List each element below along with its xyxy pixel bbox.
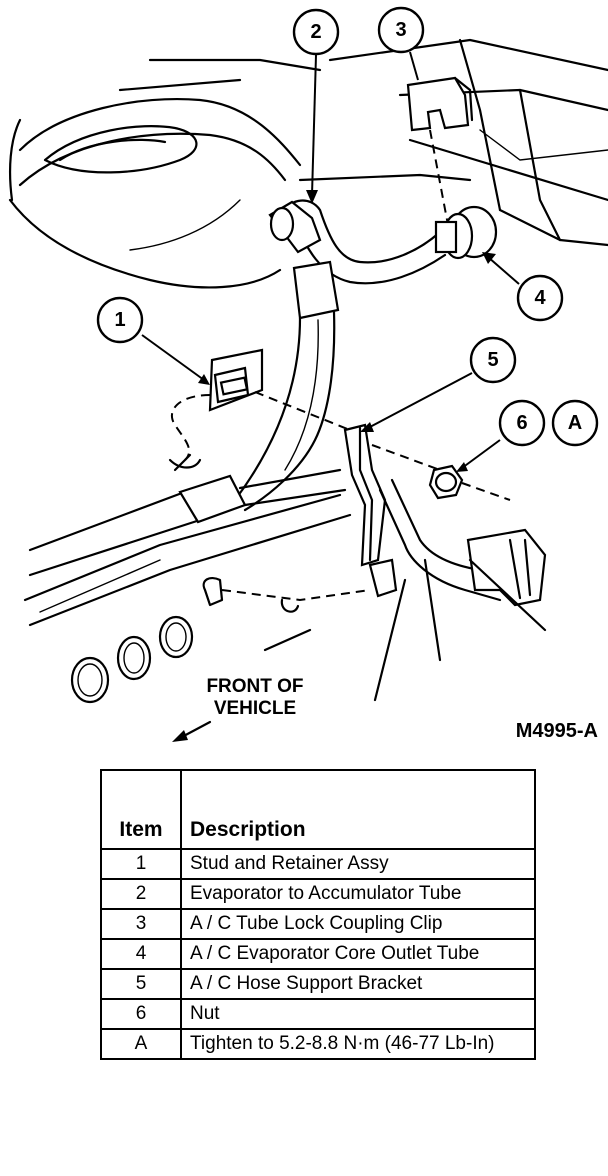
- liquid-lines: [23, 468, 547, 627]
- callout-6: 6: [498, 399, 546, 447]
- legend-row: 6 Nut: [100, 998, 536, 1030]
- evaporator-tube: [268, 199, 498, 285]
- legend-row: 5 A / C Hose Support Bracket: [100, 968, 536, 1000]
- figure-id: M4995-A: [515, 720, 598, 742]
- callout-3: 3: [377, 6, 425, 54]
- svg-text:4: 4: [534, 287, 546, 309]
- item-number: A: [100, 1028, 182, 1060]
- ac-hose: [233, 260, 340, 512]
- item-number: 6: [100, 998, 182, 1030]
- legend-header-row: Item Description: [100, 769, 536, 850]
- grommet-holes: [70, 615, 194, 704]
- item-description: Stud and Retainer Assy: [180, 848, 536, 880]
- item-description: A / C Tube Lock Coupling Clip: [180, 908, 536, 940]
- parts-legend-table: Item Description 1 Stud and Retainer Ass…: [100, 769, 536, 1060]
- legend-row: 2 Evaporator to Accumulator Tube: [100, 878, 536, 910]
- callout-1: 1: [96, 296, 144, 344]
- callout-4: 4: [516, 274, 564, 322]
- legend-row: A Tighten to 5.2-8.8 N·m (46-77 Lb-In): [100, 1028, 536, 1060]
- item-description: Tighten to 5.2-8.8 N·m (46-77 Lb-In): [180, 1028, 536, 1060]
- stud-retainer: [168, 348, 351, 472]
- item-number: 1: [100, 848, 182, 880]
- frame-lines: [263, 558, 547, 702]
- exploded-view-diagram: 2 3 4 1 5 6 A: [8, 6, 608, 742]
- leader-lines: [141, 51, 520, 472]
- legend-row: 1 Stud and Retainer Assy: [100, 848, 536, 880]
- svg-text:1: 1: [114, 309, 125, 331]
- item-description: A / C Hose Support Bracket: [180, 968, 536, 1000]
- item-number: 5: [100, 968, 182, 1000]
- item-number: 3: [100, 908, 182, 940]
- support-bracket: [343, 423, 511, 598]
- item-number: 4: [100, 938, 182, 970]
- item-description: Nut: [180, 998, 536, 1030]
- item-number: 2: [100, 878, 182, 910]
- front-of-vehicle-label: FRONT OF VEHICLE: [206, 676, 304, 719]
- callout-2: 2: [292, 8, 340, 56]
- item-description: Evaporator to Accumulator Tube: [180, 878, 536, 910]
- coupling-clip: [406, 76, 474, 226]
- front-arrow: [172, 720, 212, 742]
- item-description: A / C Evaporator Core Outlet Tube: [180, 938, 536, 970]
- callout-a: A: [551, 399, 599, 447]
- svg-text:3: 3: [395, 19, 406, 41]
- body-panel: [8, 58, 322, 289]
- svg-text:5: 5: [487, 349, 498, 371]
- legend-row: 4 A / C Evaporator Core Outlet Tube: [100, 938, 536, 970]
- description-header: Description: [180, 769, 536, 850]
- svg-text:6: 6: [516, 412, 527, 434]
- callout-5: 5: [469, 336, 517, 384]
- item-header: Item: [100, 769, 182, 850]
- svg-text:A: A: [568, 412, 582, 434]
- lower-clip: [202, 576, 371, 613]
- svg-text:2: 2: [310, 21, 321, 43]
- legend-row: 3 A / C Tube Lock Coupling Clip: [100, 908, 536, 940]
